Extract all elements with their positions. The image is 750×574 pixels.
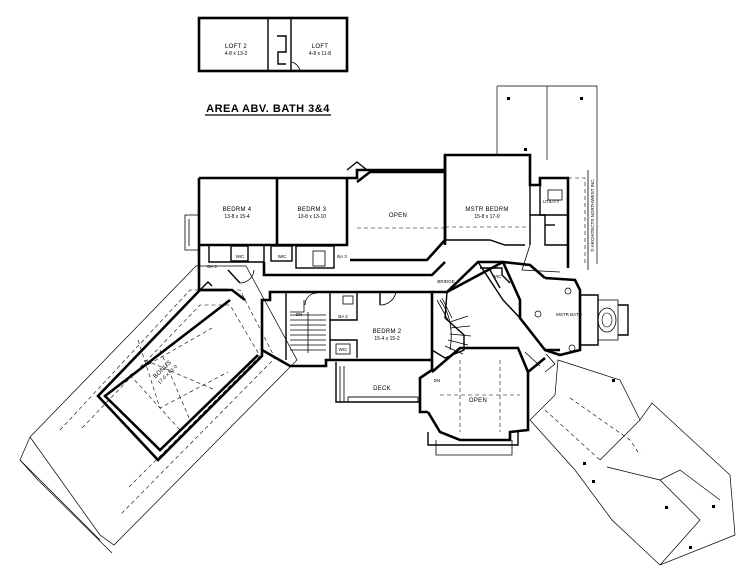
upper-wing (184, 153, 589, 292)
bonus-room (96, 281, 264, 462)
dn-label-2: DN (434, 378, 441, 383)
area-above-title: AREA ABV. BATH 3&4 (206, 103, 330, 115)
mstr-bath-label-1: MSTR BATH (556, 312, 582, 317)
wic-label-2: WIC (278, 254, 287, 259)
bedrm2-label: BEDRM 2 (373, 329, 402, 335)
wic-label-3: WIC (339, 347, 348, 352)
right-core (418, 260, 629, 456)
copyright-note: © ARCHITECTS NORTHWEST INC. (589, 178, 595, 251)
bedrm4-label: BEDRM 4 (223, 207, 252, 213)
ba3-label: BA 3 (337, 254, 347, 259)
wic-label-4: WIC (493, 274, 502, 279)
open-upper-label: OPEN (389, 213, 407, 219)
open-lower-label: OPEN (469, 398, 487, 404)
bridge-label: BRIDGE (437, 279, 454, 284)
loft-dims: 4-8 x 11-8 (309, 51, 331, 57)
utility-label: UTILITY (543, 199, 560, 204)
loft2-dims: 4-8 x 13-2 (225, 51, 248, 57)
wic-label-1: WIC (236, 254, 245, 259)
loft2-label: LOFT 2 (225, 44, 247, 50)
center-core (260, 290, 434, 403)
bedrm2-dims: 15-4 x 15-2 (374, 336, 400, 342)
ba2-label: BA 2 (338, 314, 348, 319)
mstr-bedrm-dims: 15-8 x 17-0 (474, 214, 500, 220)
bedrm3-dims: 13-8 x 13-10 (298, 214, 326, 220)
loft-label: LOFT (312, 44, 329, 50)
dn-label-1: DN (296, 312, 303, 317)
mstr-bedrm-label: MSTR BEDRM (465, 207, 508, 213)
deck-label: DECK (373, 386, 391, 392)
ba4-label: BA 4 (207, 264, 217, 269)
bedrm4-dims: 13-8 x 15-4 (224, 214, 250, 220)
bedrm3-label: BEDRM 3 (298, 207, 327, 213)
loft-inset: LOFT 2 4-8 x 13-2 LOFT 4-8 x 11-8 (197, 16, 349, 73)
